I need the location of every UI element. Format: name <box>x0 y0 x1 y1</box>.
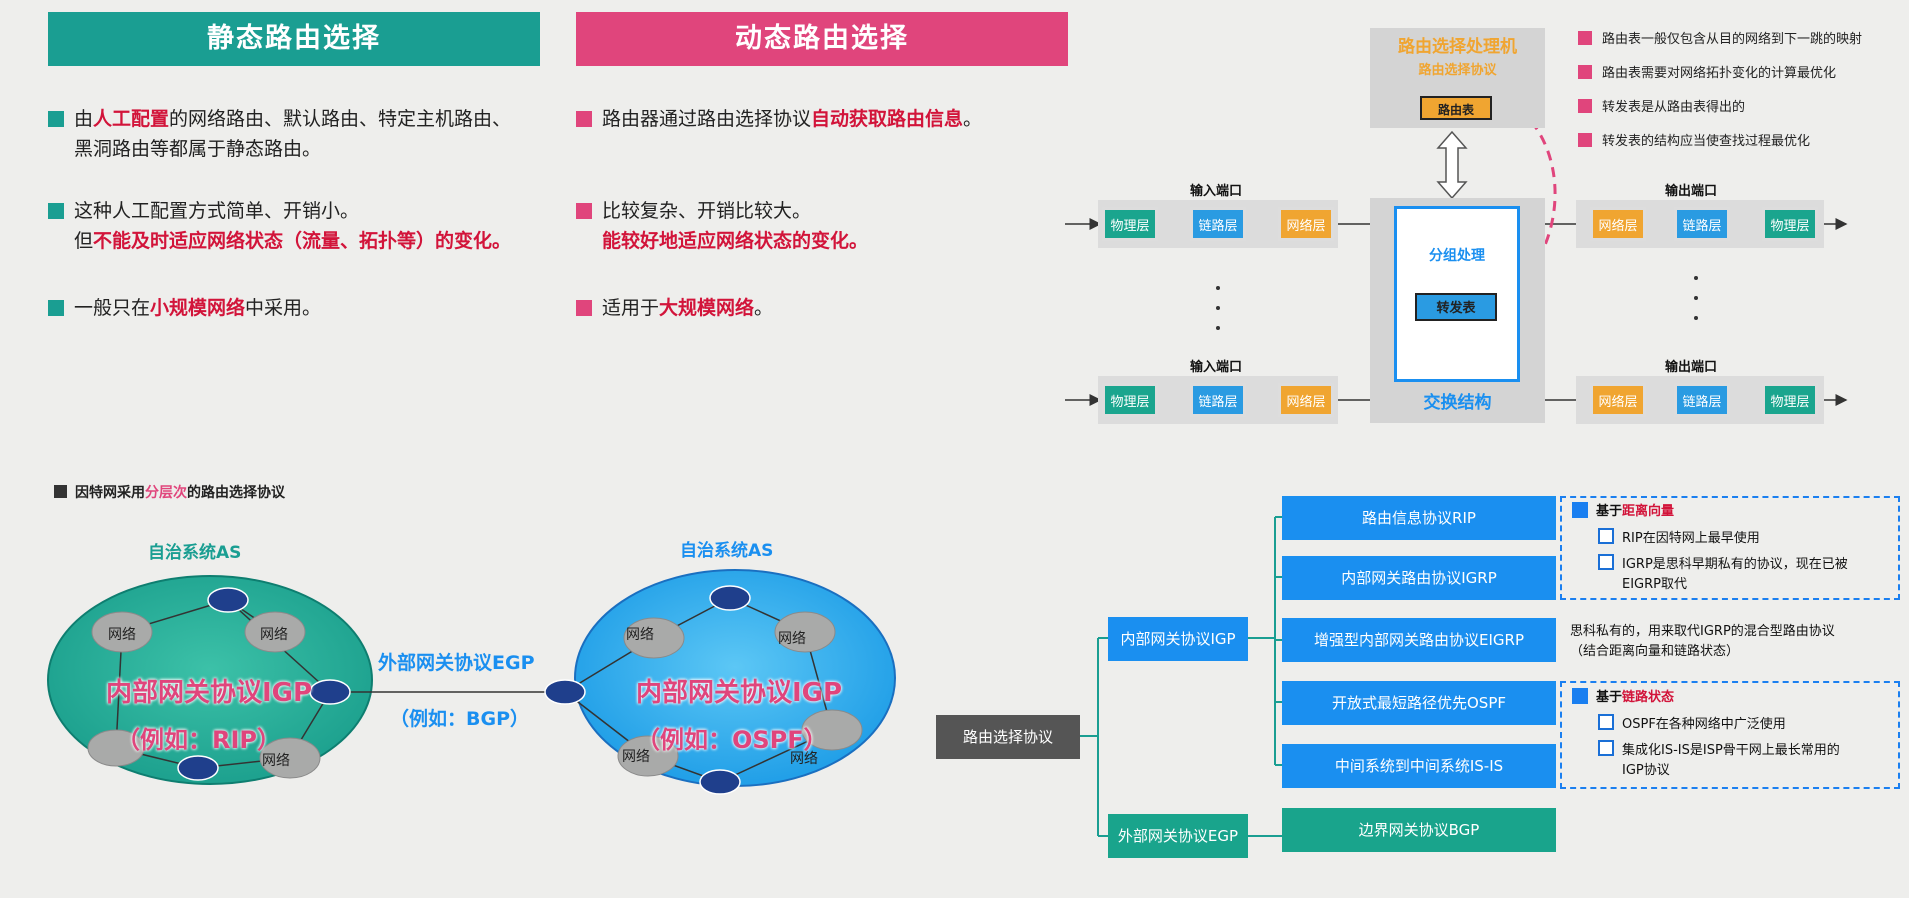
static-title: 静态路由选择 <box>48 12 540 66</box>
bullet-square-icon <box>1578 65 1592 79</box>
router-note: 转发表的结构应当使查找过程最优化 <box>1578 130 1908 154</box>
output-port-label-2: 输出端口 <box>1665 360 1718 375</box>
router-note: 路由表需要对网络拓扑变化的计算最优化 <box>1578 62 1908 86</box>
input-link-1: 链路层 <box>1190 207 1246 241</box>
group-processing-box: 分组处理 转发表 <box>1394 206 1520 382</box>
input-physical-2: 物理层 <box>1102 383 1158 417</box>
igp-right-label: 内部网关协议IGP <box>636 678 843 708</box>
bgp-node: 边界网关协议BGP <box>1282 808 1556 852</box>
dynamic-title: 动态路由选择 <box>576 12 1068 66</box>
dynamic-bullet-1: 路由器通过路由选择协议自动获取路由信息。 <box>576 104 1076 134</box>
bullet-square-icon <box>1578 133 1592 147</box>
checkbox-icon <box>1598 528 1614 544</box>
switch-fabric-label: 交换结构 <box>1423 393 1492 413</box>
eigrp-note: 思科私有的，用来取代IGRP的混合型路由协议（结合距离向量和链路状态） <box>1570 624 1835 659</box>
output-physical-1: 物理层 <box>1762 207 1818 241</box>
router-notes: 路由表一般仅包含从目的网络到下一跳的映射 路由表需要对网络拓扑变化的计算最优化 … <box>1578 28 1908 154</box>
router-note: 路由表一般仅包含从目的网络到下一跳的映射 <box>1578 28 1908 52</box>
tree-connectors <box>1080 516 1282 837</box>
egp-label: 外部网关协议EGP <box>378 652 535 674</box>
input-port-label-2: 输入端口 <box>1190 360 1243 375</box>
bullet-square-icon <box>48 300 64 316</box>
static-bullet-1: 由人工配置的网络路由、默认路由、特定主机路由、 黑洞路由等都属于静态路由。 <box>48 104 568 164</box>
dynamic-bullet-2: 比较复杂、开销比较大。 能较好地适应网络状态的变化。 <box>576 196 1076 256</box>
checkbox-icon <box>1598 714 1614 730</box>
forwarding-table-box: 转发表 <box>1415 293 1497 321</box>
input-network-1: 网络层 <box>1278 207 1334 241</box>
dynamic-bullet-3: 适用于大规模网络。 <box>576 293 1076 323</box>
output-network-2: 网络层 <box>1590 383 1646 417</box>
network-label: 网络 <box>108 627 136 643</box>
switch-fabric: 分组处理 转发表 交换结构 <box>1370 198 1545 423</box>
distance-vector-group <box>1560 496 1900 600</box>
network-label: 网络 <box>778 631 806 647</box>
bullet-square-icon <box>48 111 64 127</box>
input-network-2: 网络层 <box>1278 383 1334 417</box>
ospf-note: OSPF在各种网络中广泛使用 <box>1598 714 1786 735</box>
checkbox-icon <box>1598 740 1614 756</box>
bullet-square-icon <box>1578 31 1592 45</box>
checkbox-icon <box>1598 554 1614 570</box>
bullet-square-icon <box>1572 688 1588 704</box>
processor-title: 路由选择处理机 <box>1398 37 1517 57</box>
group-processing-label: 分组处理 <box>1429 248 1485 264</box>
routing-processor: 路由选择处理机 路由选择协议 路由表 <box>1370 28 1545 128</box>
bullet-square-icon <box>48 203 64 219</box>
as-label-right: 自治系统AS <box>680 541 774 561</box>
as-label-left: 自治系统AS <box>148 543 242 563</box>
output-physical-2: 物理层 <box>1762 383 1818 417</box>
network-label: 网络 <box>262 753 290 769</box>
routing-table-box: 路由表 <box>1420 96 1492 120</box>
bullet-square-icon <box>1572 502 1588 518</box>
link-state-heading: 基于链路状态 <box>1572 688 1674 708</box>
output-link-2: 链路层 <box>1674 383 1730 417</box>
hierarchy-title: 因特网采用分层次的路由选择协议 <box>54 482 285 502</box>
egp-example: （例如：BGP） <box>390 708 530 730</box>
bullet-square-icon <box>576 203 592 219</box>
network-label: 网络 <box>790 751 818 767</box>
igp-right-example: （例如：OSPF） <box>636 726 828 754</box>
distance-vector-heading: 基于距离向量 <box>1572 502 1674 522</box>
network-label: 网络 <box>622 749 650 765</box>
igp-node: 内部网关协议IGP <box>1108 617 1248 661</box>
output-network-1: 网络层 <box>1590 207 1646 241</box>
rip-node: 路由信息协议RIP <box>1282 496 1556 540</box>
network-label: 网络 <box>260 627 288 643</box>
processor-subtitle: 路由选择协议 <box>1418 63 1497 78</box>
router-diagram: 路由选择处理机 路由选择协议 路由表 分组处理 转发表 交换结构 输入端口 物理… <box>1060 20 1900 430</box>
output-link-1: 链路层 <box>1674 207 1730 241</box>
isis-node: 中间系统到中间系统IS-IS <box>1282 744 1556 788</box>
bullet-square-icon <box>54 485 67 498</box>
link-state-group <box>1560 681 1900 789</box>
input-physical-1: 物理层 <box>1102 207 1158 241</box>
routing-protocol-root: 路由选择协议 <box>936 715 1080 759</box>
output-port-label-1: 输出端口 <box>1665 184 1718 199</box>
input-port-label-1: 输入端口 <box>1190 184 1243 199</box>
rip-note: RIP在因特网上最早使用 <box>1598 528 1760 549</box>
as-network-diagram <box>47 569 896 795</box>
static-bullet-3: 一般只在小规模网络中采用。 <box>48 293 568 323</box>
igp-left-example: （例如：RIP） <box>116 726 281 754</box>
router-note: 转发表是从路由表得出的 <box>1578 96 1908 120</box>
egp-node: 外部网关协议EGP <box>1108 814 1248 858</box>
bullet-square-icon <box>576 111 592 127</box>
static-bullet-2: 这种人工配置方式简单、开销小。 但不能及时适应网络状态（流量、拓扑等）的变化。 <box>48 196 568 256</box>
igrp-node: 内部网关路由协议IGRP <box>1282 556 1556 600</box>
input-link-2: 链路层 <box>1190 383 1246 417</box>
bullet-square-icon <box>576 300 592 316</box>
network-label: 网络 <box>626 627 654 643</box>
eigrp-node: 增强型内部网关路由协议EIGRP <box>1282 618 1556 662</box>
bullet-square-icon <box>1578 99 1592 113</box>
ospf-node: 开放式最短路径优先OSPF <box>1282 681 1556 725</box>
igp-left-label: 内部网关协议IGP <box>106 678 313 708</box>
